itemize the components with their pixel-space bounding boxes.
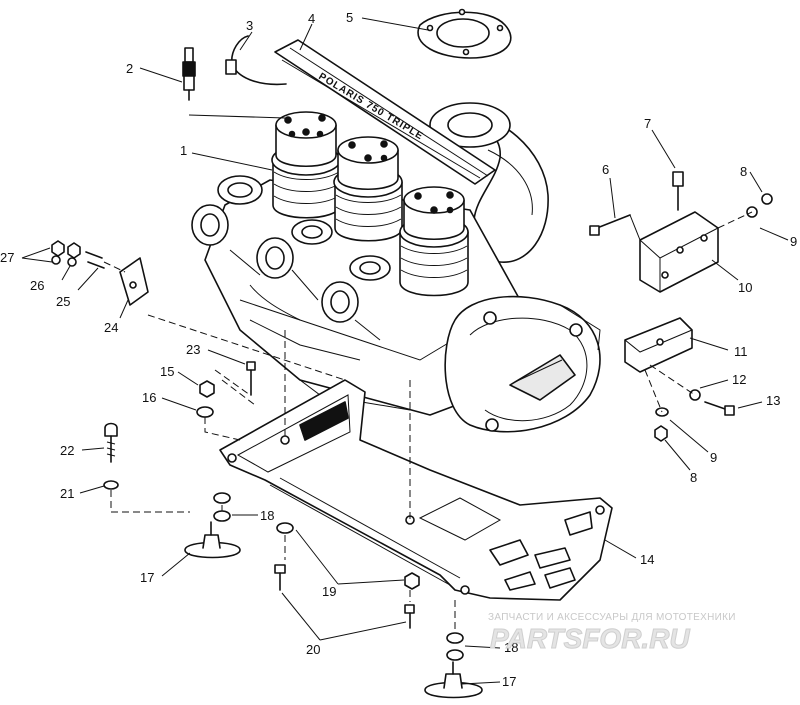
callout-14: 14 xyxy=(640,552,654,567)
callout-4: 4 xyxy=(308,11,315,26)
callout-5: 5 xyxy=(346,10,353,25)
callout-11: 11 xyxy=(734,344,748,359)
callout-6: 6 xyxy=(602,162,609,177)
left-bracket xyxy=(51,240,346,381)
cylinder-2 xyxy=(333,136,403,242)
callout-13: 13 xyxy=(766,393,780,408)
callout-8-upper: 8 xyxy=(740,164,747,179)
upper-right-bracket xyxy=(589,171,773,293)
spark-plug-icon xyxy=(182,47,286,119)
intake-flanges xyxy=(191,175,391,341)
callout-25: 25 xyxy=(56,294,70,309)
callout-10: 10 xyxy=(738,280,752,295)
callout-19: 19 xyxy=(322,584,336,599)
callout-18-left: 18 xyxy=(260,508,274,523)
callout-22: 22 xyxy=(60,443,74,458)
watermark-logo: PARTSFOR.RU xyxy=(490,623,690,654)
sensor-wire xyxy=(230,35,287,86)
callout-20: 20 xyxy=(306,642,320,657)
sensor-plug-icon xyxy=(225,59,237,75)
callout-24: 24 xyxy=(104,320,118,335)
callout-17-left: 17 xyxy=(140,570,154,585)
callout-12: 12 xyxy=(732,372,746,387)
magneto-housing xyxy=(444,295,601,433)
callout-9-upper: 9 xyxy=(790,234,797,249)
watermark-caption: ЗАПЧАСТИ И АКСЕССУАРЫ ДЛЯ МОТОТЕХНИКИ xyxy=(488,612,736,623)
cylinder-1 xyxy=(271,111,341,219)
leader-lines xyxy=(21,17,789,685)
callout-18-right: 18 xyxy=(504,640,518,655)
callout-21: 21 xyxy=(60,486,74,501)
engine-assembly: POLARIS 750 TRIPLE xyxy=(191,35,601,433)
cylinder-3 xyxy=(399,186,469,297)
callout-3: 3 xyxy=(246,18,253,33)
callout-16: 16 xyxy=(142,390,156,405)
callout-labels: 1 2 3 4 5 6 7 8 8 9 9 10 11 12 13 14 15 … xyxy=(0,10,797,689)
callout-15: 15 xyxy=(160,364,174,379)
mount-hardware xyxy=(103,361,483,699)
lower-right-bracket xyxy=(624,317,735,442)
watermark: ЗАПЧАСТИ И АКСЕССУАРЫ ДЛЯ МОТОТЕХНИКИ PA… xyxy=(488,612,736,655)
callout-8-lower: 8 xyxy=(690,470,697,485)
callout-2: 2 xyxy=(126,61,133,76)
callout-9-lower: 9 xyxy=(710,450,717,465)
callout-26: 26 xyxy=(30,278,44,293)
callout-1: 1 xyxy=(180,143,187,158)
gasket-icon xyxy=(417,8,512,59)
callout-27: 27 xyxy=(0,250,14,265)
callout-7: 7 xyxy=(644,116,651,131)
callout-23: 23 xyxy=(186,342,200,357)
callout-17-right: 17 xyxy=(502,674,516,689)
